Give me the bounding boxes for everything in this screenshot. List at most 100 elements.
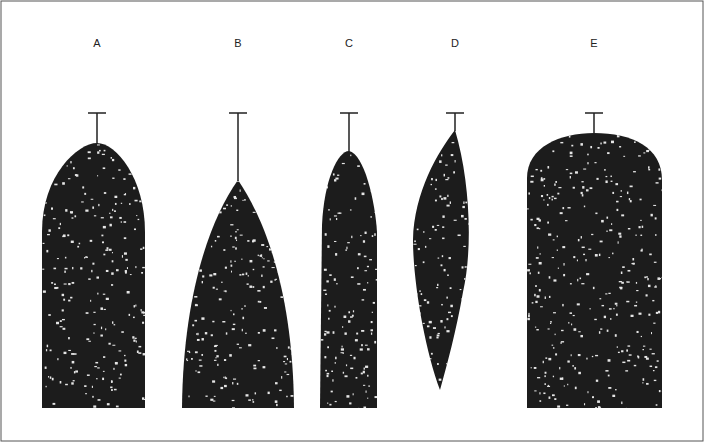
speckle bbox=[64, 271, 66, 273]
speckle bbox=[541, 134, 542, 136]
speckle bbox=[648, 314, 650, 316]
speckle bbox=[93, 312, 95, 313]
speckle bbox=[210, 399, 213, 401]
speckle bbox=[633, 171, 636, 172]
speckle bbox=[530, 181, 533, 183]
speckle bbox=[242, 274, 244, 276]
speckle bbox=[527, 208, 528, 209]
speckle bbox=[43, 290, 46, 292]
speckle bbox=[288, 220, 290, 222]
speckle bbox=[121, 151, 122, 153]
speckle bbox=[539, 262, 542, 265]
speckle bbox=[134, 228, 136, 230]
speckle bbox=[60, 381, 62, 384]
speckle bbox=[245, 394, 248, 396]
speckle bbox=[451, 154, 454, 156]
speckle bbox=[328, 209, 329, 210]
speckle bbox=[441, 154, 442, 156]
speckle bbox=[224, 359, 226, 361]
speckle bbox=[263, 329, 266, 332]
speckle bbox=[420, 354, 422, 356]
speckle bbox=[461, 352, 463, 354]
speckle bbox=[582, 247, 585, 248]
speckle bbox=[237, 344, 239, 345]
speckle bbox=[636, 302, 637, 303]
speckle bbox=[203, 205, 205, 208]
speckle bbox=[629, 198, 630, 200]
speckle bbox=[92, 396, 93, 398]
speckle bbox=[365, 345, 368, 346]
speckle bbox=[640, 220, 642, 221]
speckle bbox=[632, 258, 634, 260]
speckle bbox=[376, 179, 377, 181]
speckle bbox=[465, 167, 467, 168]
speckle bbox=[324, 154, 327, 155]
speckle bbox=[528, 192, 530, 194]
speckle bbox=[242, 329, 243, 331]
speckle bbox=[244, 199, 246, 200]
speckle bbox=[327, 304, 328, 306]
speckle bbox=[68, 178, 70, 179]
speckle bbox=[644, 276, 646, 278]
speckle bbox=[374, 233, 375, 236]
speckle bbox=[573, 187, 575, 189]
speckle bbox=[622, 362, 625, 363]
speckle bbox=[575, 387, 577, 390]
speckle bbox=[534, 224, 536, 226]
speckle bbox=[445, 179, 448, 180]
part-letter: B bbox=[234, 38, 241, 49]
speckle bbox=[569, 135, 571, 138]
speckle bbox=[555, 181, 557, 183]
speckle bbox=[334, 306, 335, 308]
speckle bbox=[290, 348, 293, 350]
speckle bbox=[60, 223, 61, 225]
speckle bbox=[103, 356, 105, 358]
speckle bbox=[44, 155, 47, 157]
speckle bbox=[103, 294, 105, 295]
speckle bbox=[104, 150, 106, 152]
speckle bbox=[615, 183, 618, 185]
speckle bbox=[281, 376, 282, 379]
speckle bbox=[642, 226, 644, 228]
speckle bbox=[53, 403, 56, 405]
speckle bbox=[62, 294, 64, 296]
speckle bbox=[350, 209, 352, 210]
speckle bbox=[460, 289, 462, 290]
speckle bbox=[223, 377, 224, 378]
speckle bbox=[230, 224, 233, 225]
speckle bbox=[657, 360, 659, 361]
speckle bbox=[432, 226, 434, 228]
speckle bbox=[53, 218, 56, 219]
speckle bbox=[413, 244, 416, 245]
speckle bbox=[350, 155, 351, 157]
speckle bbox=[653, 323, 655, 324]
speckle bbox=[368, 385, 370, 386]
speckle bbox=[51, 207, 53, 209]
speckle bbox=[119, 217, 121, 219]
speckle bbox=[254, 184, 256, 186]
speckle bbox=[197, 339, 200, 341]
speckle bbox=[104, 192, 106, 194]
speckle bbox=[375, 269, 378, 270]
speckle bbox=[65, 209, 67, 212]
speckle bbox=[585, 259, 586, 261]
speckle bbox=[560, 212, 563, 214]
speckle bbox=[263, 258, 264, 259]
speckle bbox=[630, 186, 633, 188]
speckle bbox=[255, 392, 256, 394]
speckle bbox=[628, 270, 631, 272]
speckle bbox=[250, 195, 253, 196]
speckle bbox=[265, 227, 267, 230]
speckle bbox=[71, 382, 73, 384]
speckle bbox=[103, 167, 106, 169]
speckle bbox=[115, 203, 117, 205]
speckle bbox=[72, 361, 75, 364]
speckle bbox=[97, 175, 98, 176]
speckle bbox=[441, 264, 443, 266]
speckle bbox=[85, 393, 87, 394]
speckle bbox=[91, 270, 92, 272]
speckle bbox=[464, 329, 466, 331]
speckle bbox=[103, 371, 105, 372]
speckle bbox=[626, 301, 629, 302]
shape-d bbox=[413, 130, 469, 390]
